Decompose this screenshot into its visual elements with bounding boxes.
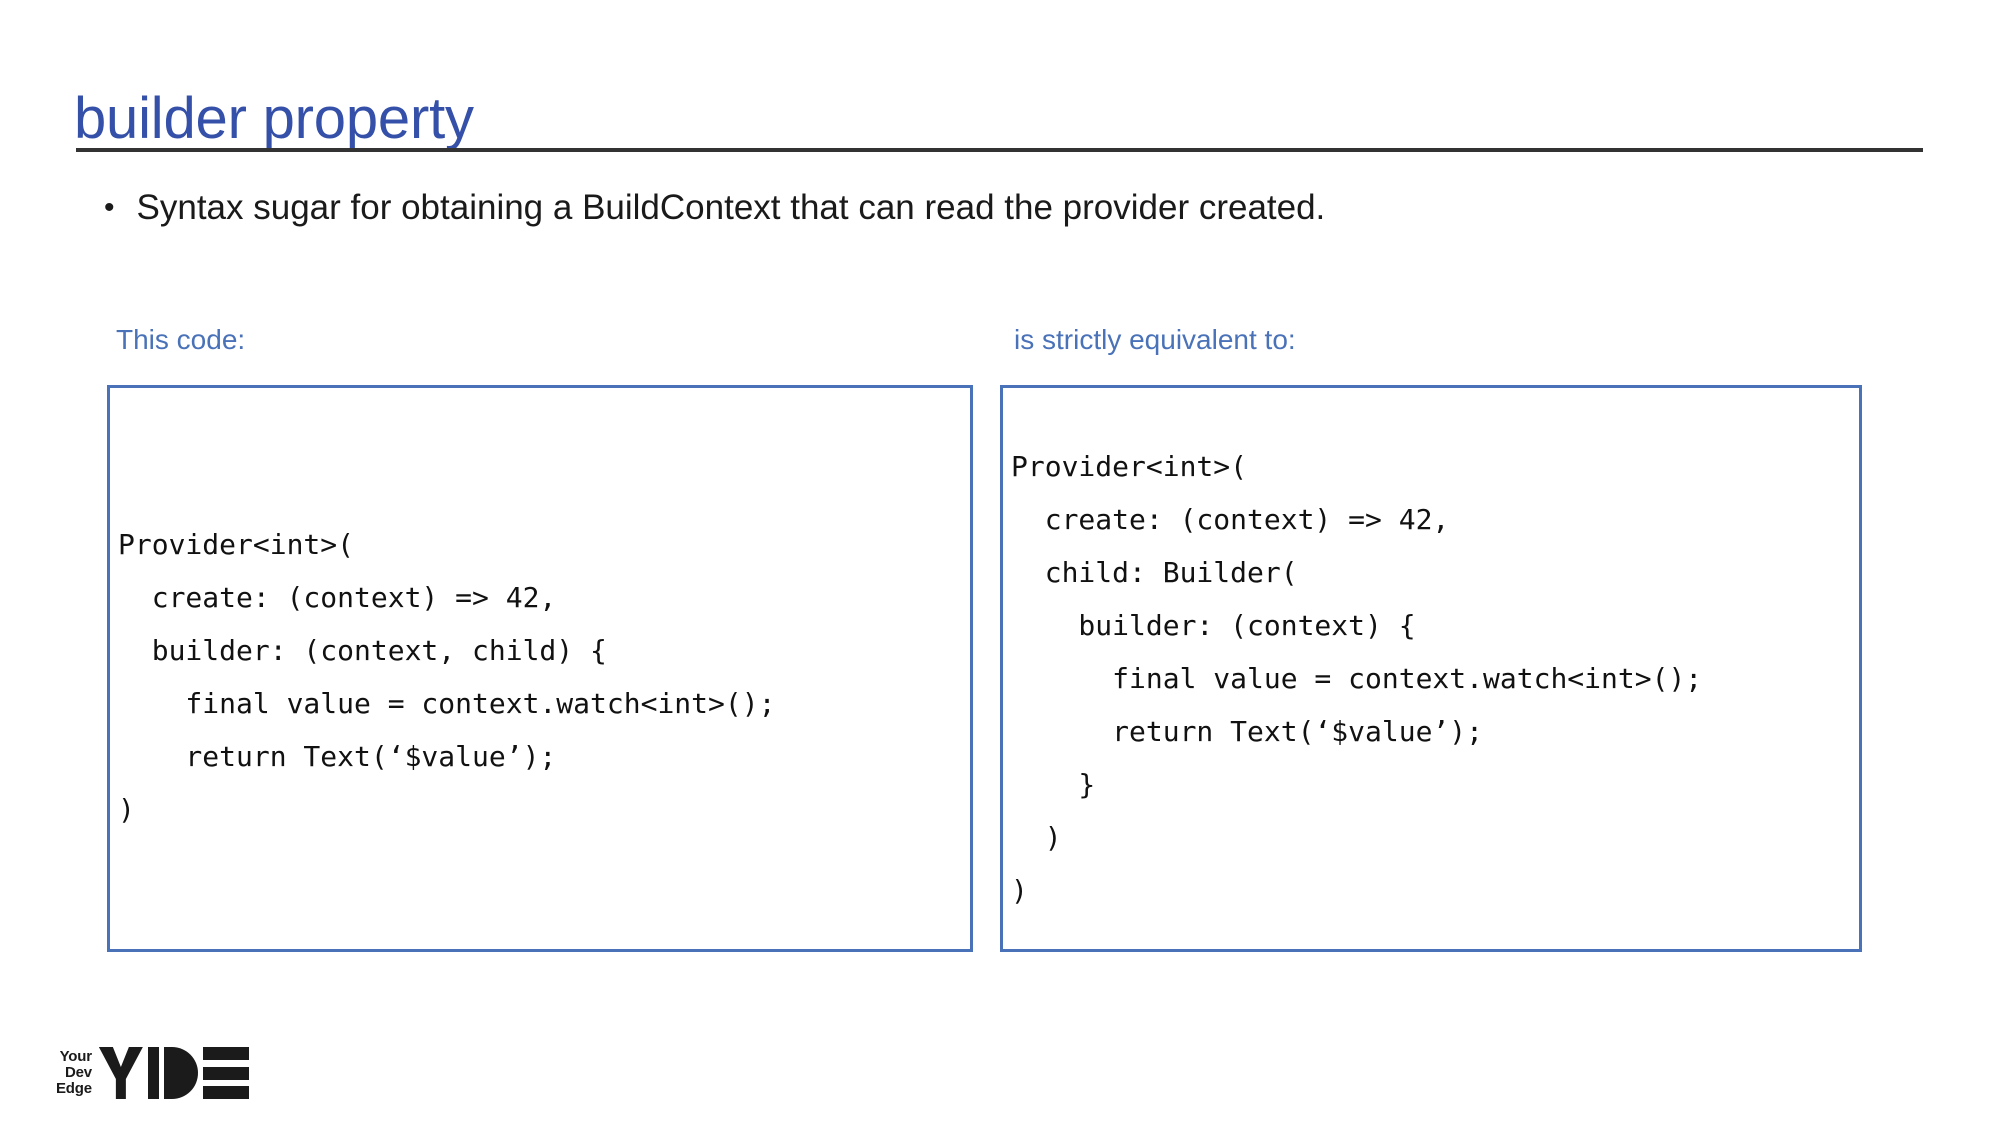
- title-divider: [76, 148, 1923, 152]
- logo-letter-e-icon: [202, 1047, 249, 1099]
- logo-letter-e-bar-bottom: [202, 1086, 249, 1099]
- left-column-label: This code:: [116, 324, 246, 355]
- page-title: builder property: [74, 85, 474, 151]
- right-code-snippet: Provider<int>( create: (context) => 42, …: [1011, 450, 1703, 907]
- logo-letter-i-icon: [147, 1047, 159, 1099]
- bullet-item: • Syntax sugar for obtaining a BuildCont…: [104, 186, 1325, 230]
- left-code-box: Provider<int>( create: (context) => 42, …: [107, 385, 973, 952]
- logo-mark-icon: [98, 1047, 249, 1099]
- yde-logo: Your Dev Edge: [56, 1044, 249, 1102]
- logo-word-your: Your: [59, 1048, 92, 1065]
- left-code-snippet: Provider<int>( create: (context) => 42, …: [118, 528, 776, 826]
- right-column-label: is strictly equivalent to:: [1014, 324, 1296, 355]
- logo-letter-e-bar-top: [202, 1047, 249, 1060]
- bullet-text: Syntax sugar for obtaining a BuildContex…: [136, 188, 1326, 227]
- right-code-box: Provider<int>( create: (context) => 42, …: [1000, 385, 1862, 952]
- bullet-marker-icon: •: [104, 191, 115, 224]
- logo-wordmark: Your Dev Edge: [56, 1049, 92, 1097]
- logo-letter-e-bar-middle: [202, 1066, 249, 1080]
- logo-word-dev: Dev: [64, 1064, 92, 1081]
- logo-letter-y-icon: [98, 1047, 143, 1099]
- logo-word-edge: Edge: [56, 1080, 92, 1097]
- logo-letter-d-icon: [163, 1047, 198, 1099]
